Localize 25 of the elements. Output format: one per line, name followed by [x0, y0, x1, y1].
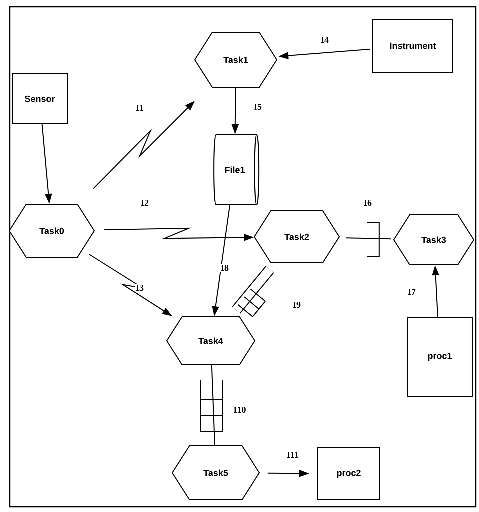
device-box: proc1: [407, 317, 473, 397]
edge-label: I4: [320, 36, 330, 44]
bracket-connector: [346, 222, 392, 258]
device-box: proc2: [318, 448, 380, 500]
queue-connector: [200, 365, 223, 446]
device-box: Instrument: [372, 19, 454, 73]
edge-label: I10: [232, 406, 248, 414]
edge-label: I6: [363, 198, 373, 208]
file-cylinder: File1: [214, 134, 260, 206]
edge-label: I5: [253, 103, 263, 111]
edge-label: I7: [407, 288, 417, 296]
edge-label: I11: [286, 451, 300, 459]
task-hexagon: Task2: [254, 210, 340, 264]
edge-label: I1: [135, 104, 145, 112]
task-hexagon: Task1: [194, 32, 278, 88]
task-hexagon: Task5: [172, 446, 260, 500]
device-box: Sensor: [12, 74, 68, 124]
task-hexagon: Task3: [393, 214, 475, 266]
queue-connector: [232, 266, 274, 318]
task-hexagon: Task0: [8, 204, 96, 258]
task-hexagon: Task4: [166, 316, 256, 366]
edge-label: I8: [220, 264, 230, 272]
edge-label: I2: [140, 199, 150, 207]
edge-label: I3: [135, 284, 145, 292]
edge-label: I9: [292, 300, 302, 310]
